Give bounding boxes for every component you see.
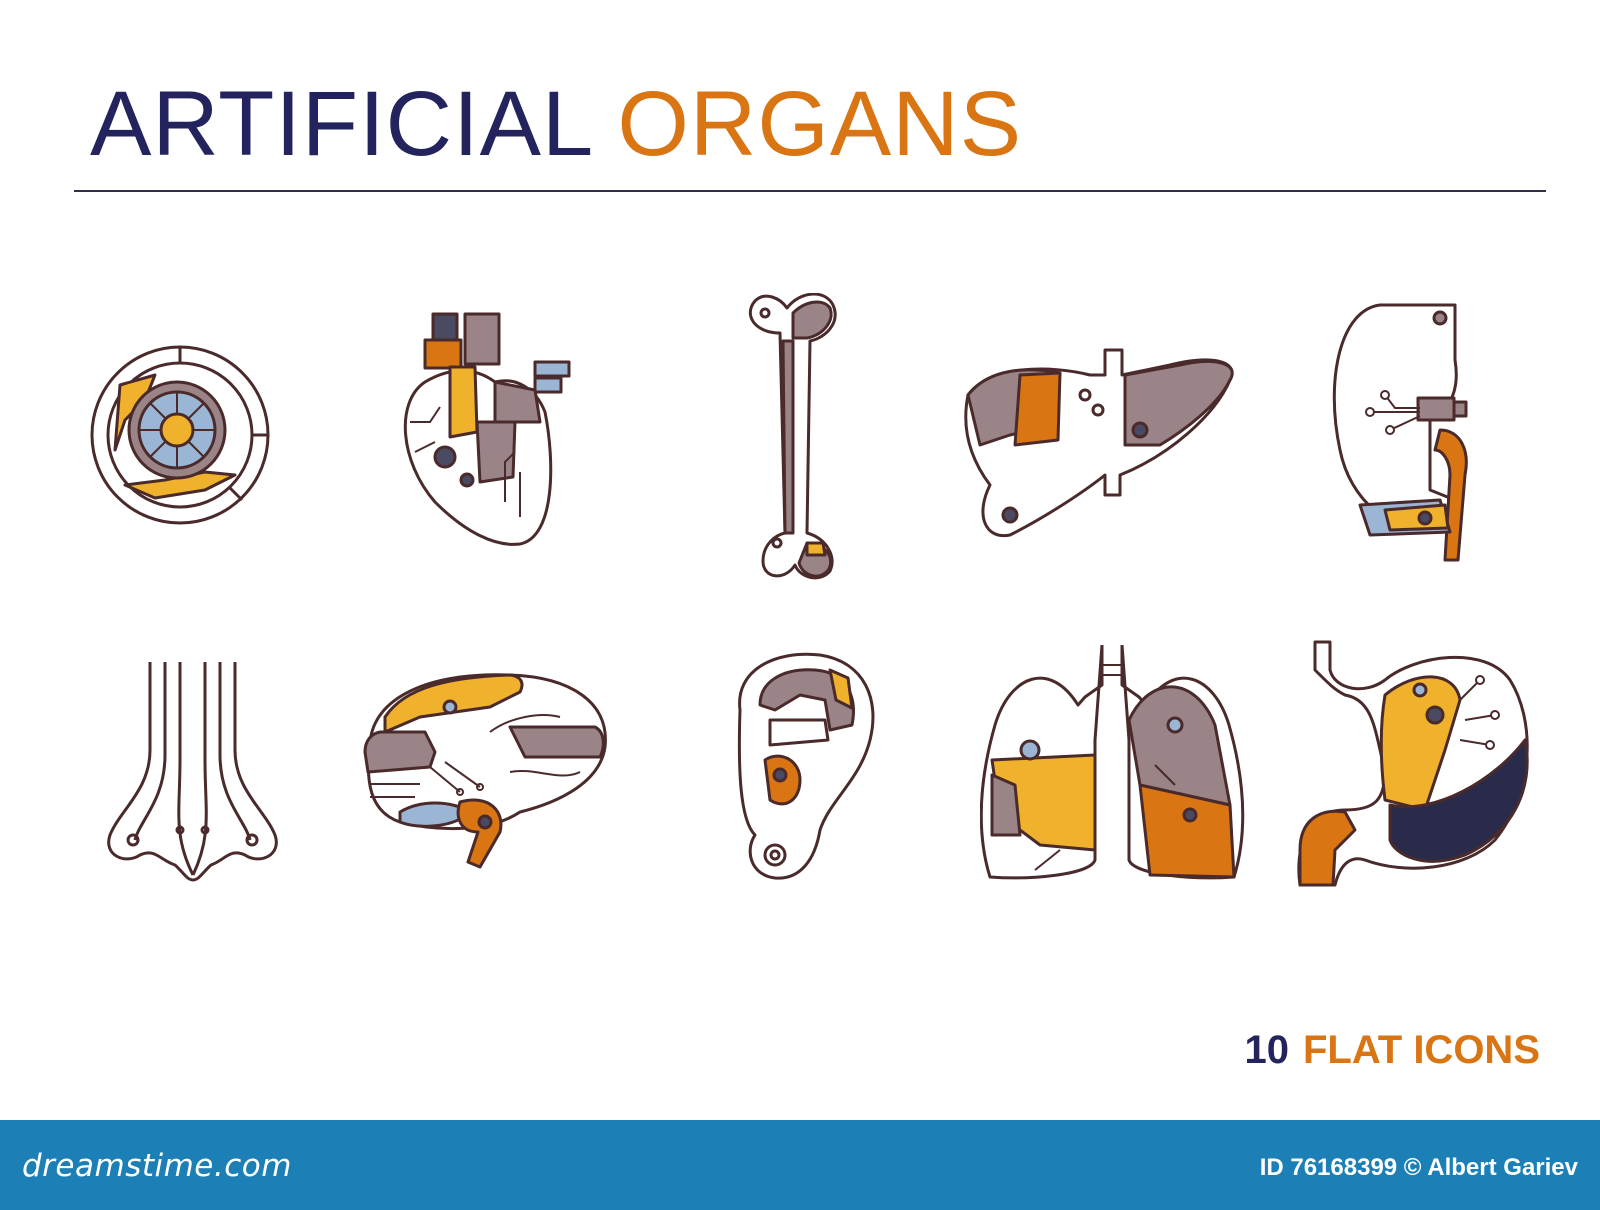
footer-credit: ID 76168399 © Albert Gariev (1259, 1154, 1578, 1181)
heart-icon (403, 312, 571, 546)
title-word-artificial: ARTIFICIAL (90, 73, 591, 175)
footer-brand[interactable]: dreamstime.com (22, 1148, 292, 1184)
kidney-icon (1332, 303, 1468, 562)
icon-count: 10 FLAT ICONS (1244, 1028, 1540, 1073)
icon-count-label: FLAT ICONS (1302, 1028, 1540, 1072)
ear-icon (737, 652, 875, 880)
liver-icon (964, 348, 1234, 538)
page-title: ARTIFICIAL ORGANS (90, 78, 1022, 170)
title-word-organs: ORGANS (617, 73, 1023, 175)
nose-icon (107, 662, 278, 882)
eye-icon (90, 345, 270, 525)
lungs-icon (980, 645, 1245, 880)
stomach-icon (1297, 640, 1529, 887)
footer-bar: dreamstime.com ID 76168399 © Albert Gari… (0, 1120, 1600, 1210)
brain-icon (363, 673, 607, 869)
icon-count-number: 10 (1244, 1028, 1289, 1072)
bone-icon (748, 293, 837, 580)
title-divider (74, 190, 1546, 192)
